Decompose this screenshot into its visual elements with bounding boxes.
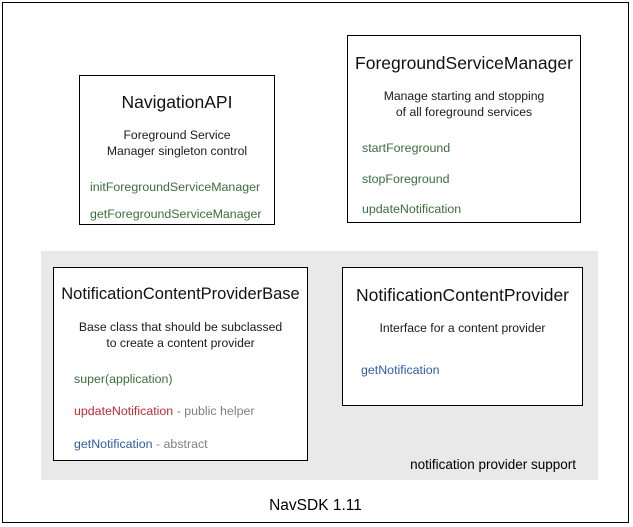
diagram-outer-frame: notification provider support Navigation… xyxy=(2,2,629,523)
class-description-line: Manage starting and stopping xyxy=(383,89,545,103)
class-description-line: to create a content provider xyxy=(106,335,255,350)
member-row[interactable]: stopForeground xyxy=(362,171,580,186)
member-list-foreground-service-manager: startForeground stopForeground updateNot… xyxy=(348,142,580,215)
member-name: updateNotification xyxy=(362,202,462,216)
member-row[interactable]: startForeground xyxy=(362,142,580,154)
member-row[interactable]: getNotification xyxy=(361,364,582,376)
member-name: getForegroundServiceManager xyxy=(90,206,262,221)
member-list-navigation-api: initForegroundServiceManager getForegrou… xyxy=(80,181,274,220)
group-panel-label: notification provider support xyxy=(410,457,576,472)
class-title-notification-content-provider-base: NotificationContentProviderBase xyxy=(61,285,300,303)
member-note: - public helper xyxy=(173,404,255,419)
class-box-navigation-api[interactable]: NavigationAPI Foreground Service Manager… xyxy=(79,75,275,225)
member-name: startForeground xyxy=(362,141,451,156)
class-description-notification-content-provider-base: Base class that should be subclassed to … xyxy=(54,319,307,351)
member-row[interactable]: getNotification - abstract xyxy=(74,438,307,450)
member-name: getNotification xyxy=(361,363,440,378)
class-description-line: Foreground Service xyxy=(123,128,231,142)
member-row[interactable]: initForegroundServiceManager xyxy=(90,181,274,193)
member-list-notification-content-provider-base: super(application) updateNotification - … xyxy=(54,373,307,450)
member-name: super(application) xyxy=(74,371,173,386)
member-list-notification-content-provider: getNotification xyxy=(343,364,582,376)
footer-caption: NavSDK 1.11 xyxy=(269,497,362,514)
class-description-foreground-service-manager: Manage starting and stopping of all fore… xyxy=(348,88,580,120)
member-row[interactable]: updateNotification xyxy=(362,203,580,215)
member-row[interactable]: getForegroundServiceManager xyxy=(90,206,274,221)
class-title-foreground-service-manager: ForegroundServiceManager xyxy=(355,53,573,73)
member-note: - abstract xyxy=(152,436,208,451)
member-row[interactable]: super(application) xyxy=(74,373,307,385)
class-box-notification-content-provider[interactable]: NotificationContentProvider Interface fo… xyxy=(342,267,583,406)
class-box-foreground-service-manager[interactable]: ForegroundServiceManager Manage starting… xyxy=(347,35,581,223)
class-title-notification-content-provider: NotificationContentProvider xyxy=(355,285,570,305)
class-description-line: Base class that should be subclassed xyxy=(78,319,283,334)
member-name: getNotification xyxy=(74,436,153,451)
member-name: stopForeground xyxy=(362,171,450,186)
class-description-navigation-api: Foreground Service Manager singleton con… xyxy=(80,127,274,159)
member-name: updateNotification xyxy=(74,404,174,419)
class-description-line: of all foreground services xyxy=(395,105,533,120)
class-box-notification-content-provider-base[interactable]: NotificationContentProviderBase Base cla… xyxy=(53,267,308,461)
member-name: initForegroundServiceManager xyxy=(90,180,261,195)
class-description-notification-content-provider: Interface for a content provider xyxy=(343,320,582,336)
class-description-line: Interface for a content provider xyxy=(379,321,546,335)
class-description-line: Manager singleton control xyxy=(106,144,248,159)
class-title-navigation-api: NavigationAPI xyxy=(121,92,233,112)
member-row[interactable]: updateNotification - public helper xyxy=(74,405,307,417)
